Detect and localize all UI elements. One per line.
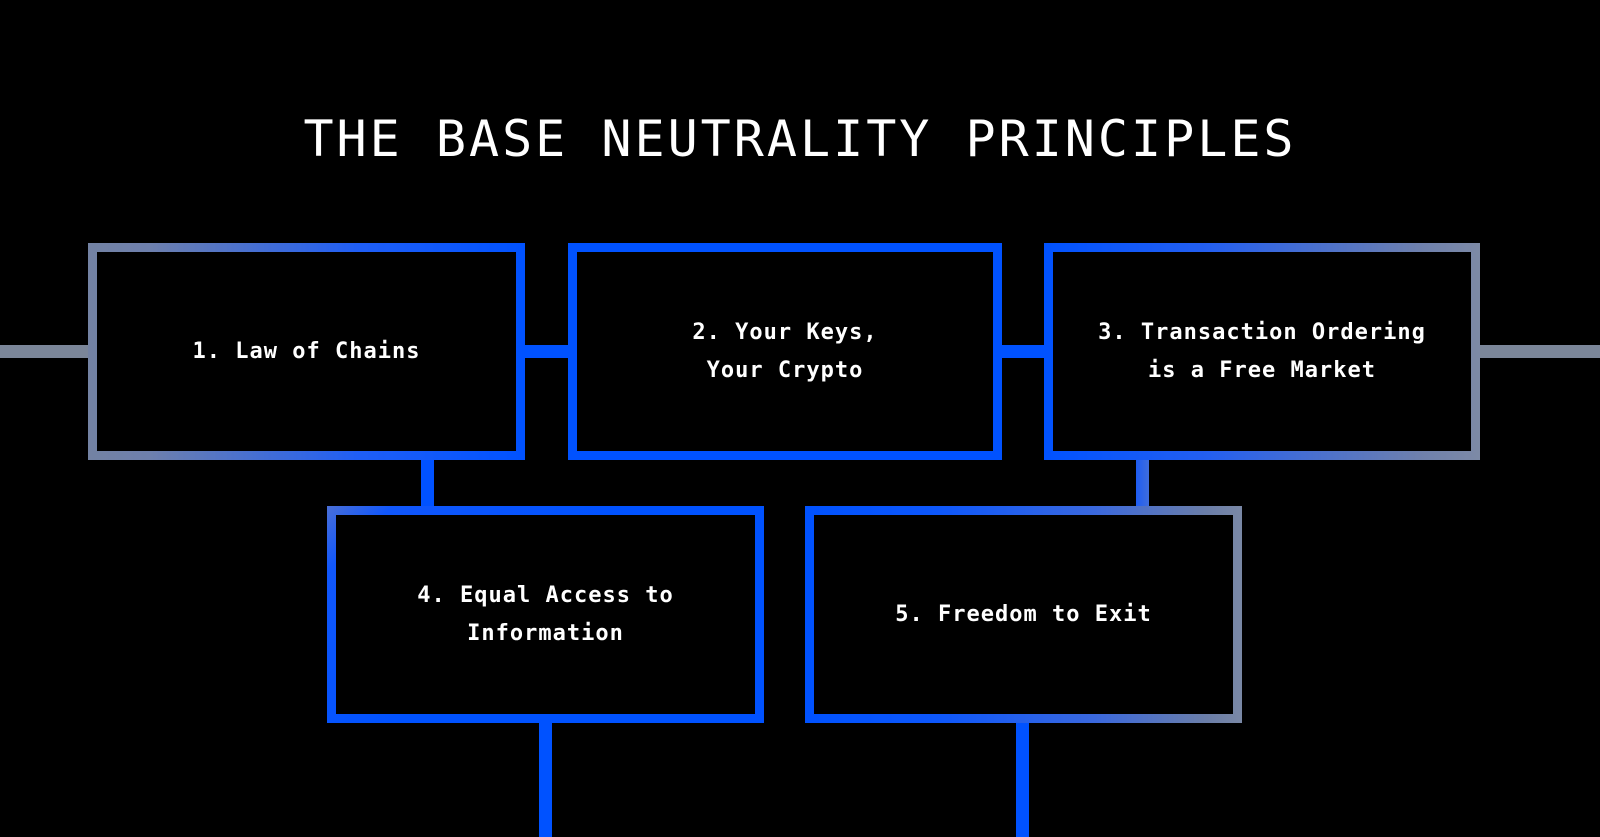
principle-box-5-inner: 5. Freedom to Exit [814,515,1233,714]
principle-box-4[interactable]: 4. Equal Access to Information [327,506,764,723]
connector-1-to-4 [421,452,434,520]
connector-left-edge [0,345,92,358]
principle-box-2[interactable]: 2. Your Keys, Your Crypto [568,243,1002,460]
page-title: THE BASE NEUTRALITY PRINCIPLES [303,110,1297,168]
connector-4-down [539,714,552,837]
connector-1-to-2 [512,345,574,358]
principle-box-1[interactable]: 1. Law of Chains [88,243,525,460]
principle-box-5[interactable]: 5. Freedom to Exit [805,506,1242,723]
principle-5-label: 5. Freedom to Exit [895,601,1152,627]
principle-box-2-inner: 2. Your Keys, Your Crypto [577,252,993,451]
principle-box-3[interactable]: 3. Transaction Ordering is a Free Market [1044,243,1480,460]
principle-2-label: 2. Your Keys, Your Crypto [692,319,878,383]
connector-2-to-3 [992,345,1050,358]
connector-5-down [1016,714,1029,837]
connector-3-to-5 [1136,452,1149,520]
principle-3-label: 3. Transaction Ordering is a Free Market [1098,319,1426,383]
principle-box-3-inner: 3. Transaction Ordering is a Free Market [1053,252,1471,451]
principle-box-4-inner: 4. Equal Access to Information [336,515,755,714]
principle-1-label: 1. Law of Chains [192,338,421,364]
principle-box-1-inner: 1. Law of Chains [97,252,516,451]
principle-4-label: 4. Equal Access to Information [417,582,674,646]
connector-right-edge [1472,345,1600,358]
